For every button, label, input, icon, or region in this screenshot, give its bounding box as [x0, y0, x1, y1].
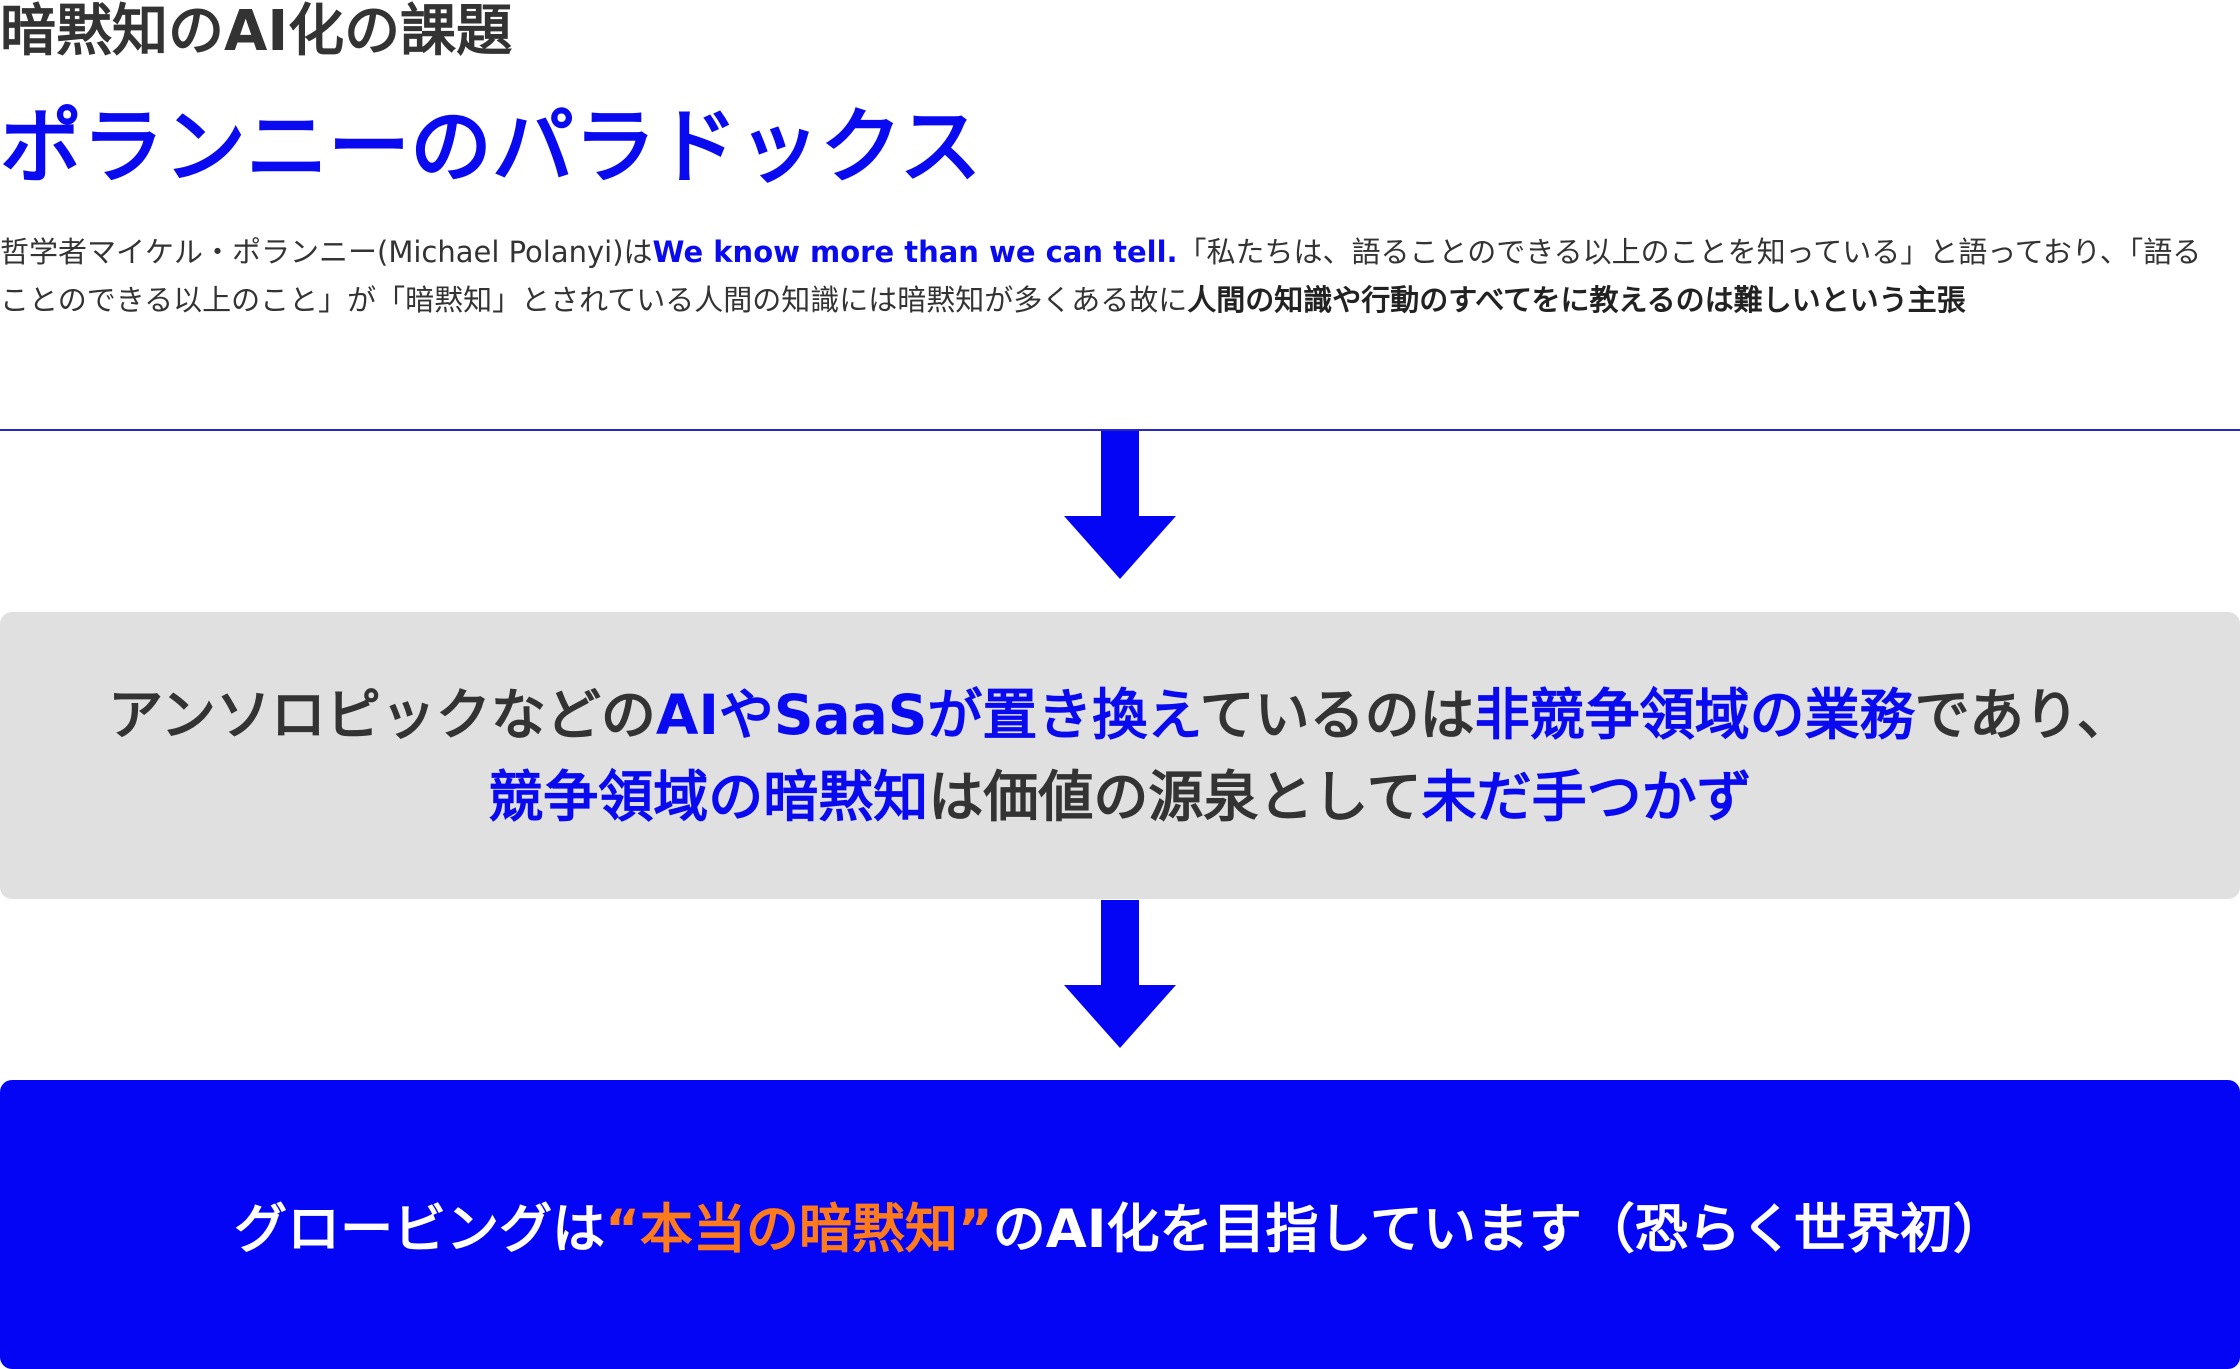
page-subtitle: ポランニーのパラドックス — [0, 100, 982, 195]
summary-line-1: アンソロピックなどのAIやSaaSが置き換えているのは非競争領域の業務であり、 — [108, 674, 2132, 756]
summary-text: アンソロピックなどの — [108, 682, 656, 747]
conclusion-box: グロービングは“本当の暗黙知”のAI化を目指しています（恐らく世界初） — [0, 1080, 2240, 1369]
paragraph-quote: We know more than we can tell. — [652, 235, 1178, 269]
summary-highlight: 未だ手つかず — [1421, 764, 1752, 829]
summary-text: ているのは — [1199, 682, 1475, 747]
page-title: 暗黙知のAI化の課題 — [0, 0, 513, 64]
conclusion-highlight: “本当の暗黙知” — [605, 1198, 993, 1260]
paragraph-emphasis: 人間の知識や行動のすべてをに教えるのは難しいという主張 — [1187, 283, 1966, 317]
summary-box: アンソロピックなどのAIやSaaSが置き換えているのは非競争領域の業務であり、 … — [0, 612, 2240, 899]
summary-text: であり、 — [1914, 682, 2132, 747]
conclusion-text: グロービングは — [234, 1198, 606, 1260]
summary-highlight: 競争領域の暗黙知 — [488, 764, 929, 829]
conclusion-line: グロービングは“本当の暗黙知”のAI化を目指しています（恐らく世界初） — [234, 1187, 2006, 1263]
arrow-down-icon — [1064, 431, 1176, 579]
description-paragraph: 哲学者マイケル・ポランニー(Michael Polanyi)はWe know m… — [0, 228, 2205, 324]
summary-highlight: AIやSaaSが置き換え — [655, 682, 1200, 747]
paragraph-body: 「私たちは、語ることのできる以上のことを知っている」と語っており、「語ることので… — [0, 235, 2202, 317]
paragraph-intro: 哲学者マイケル・ポランニー(Michael Polanyi)は — [0, 235, 653, 269]
conclusion-text: のAI化を目指しています（恐らく世界初） — [992, 1198, 2006, 1260]
arrow-down-icon — [1064, 900, 1176, 1048]
summary-line-2: 競争領域の暗黙知は価値の源泉として未だ手つかず — [488, 756, 1751, 838]
summary-highlight: 非競争領域の業務 — [1474, 682, 1915, 747]
summary-text: は価値の源泉として — [928, 764, 1422, 829]
section-divider — [0, 429, 2240, 431]
